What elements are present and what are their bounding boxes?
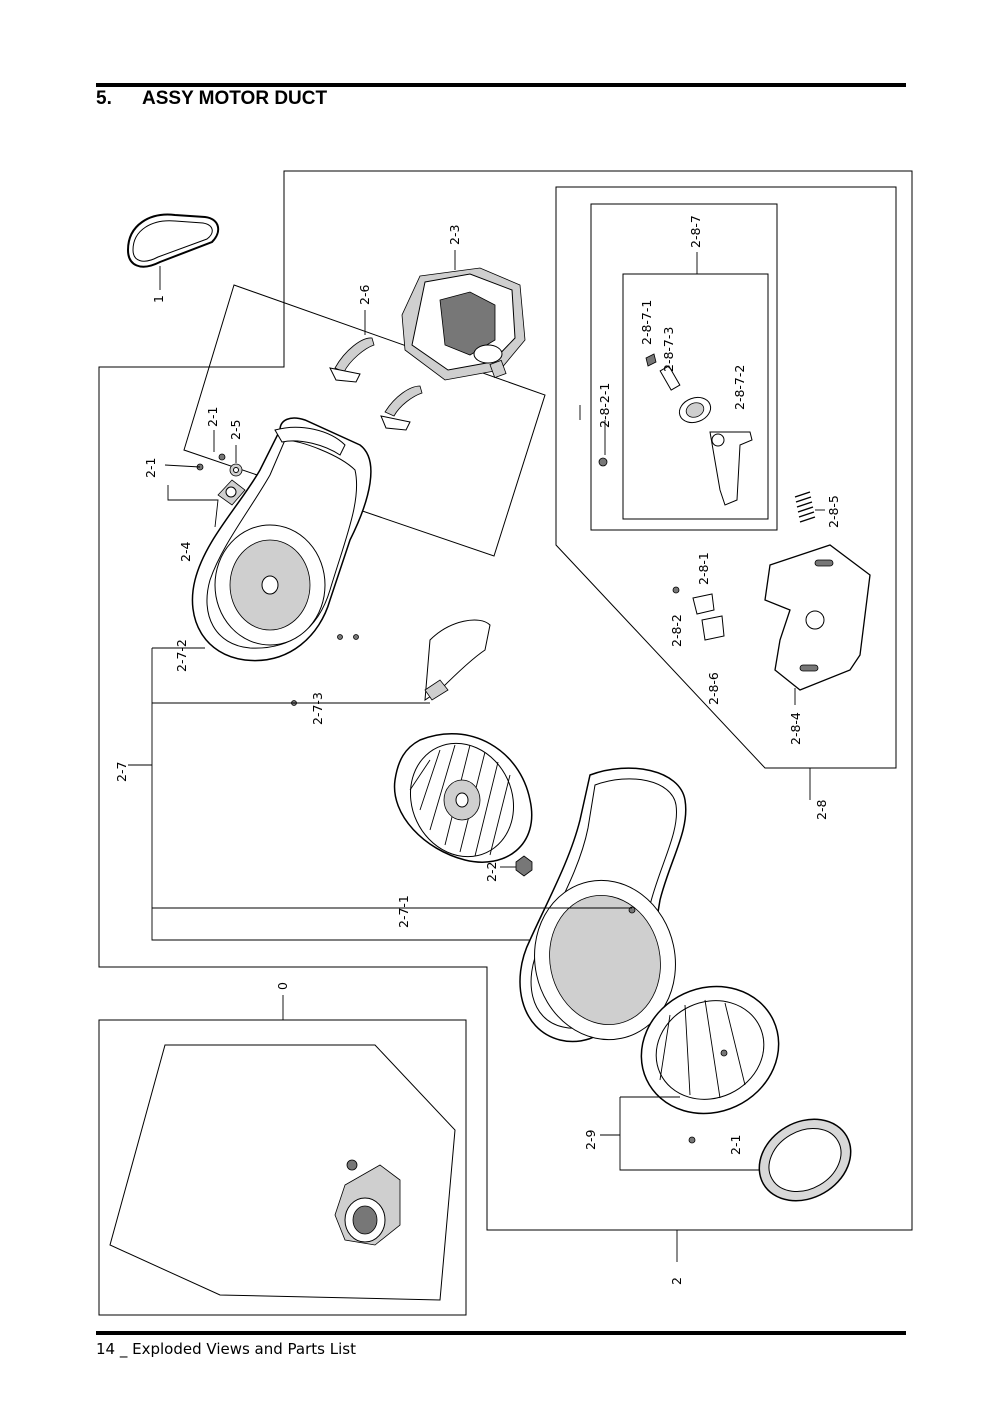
callout-2-7-1: 2-7-1 — [396, 895, 411, 928]
callout-2-7-2: 2-7-2 — [174, 639, 189, 672]
idler-screw — [598, 457, 608, 467]
motor-clamp-upper — [329, 337, 375, 383]
bracket-arm — [709, 431, 753, 506]
page-footer: 14 _ Exploded Views and Parts List — [96, 1340, 356, 1358]
sensor-bracket — [672, 586, 715, 615]
callout-2-8-7-2: 2-8-7-2 — [732, 365, 747, 410]
pulley-shaft — [659, 365, 681, 391]
leader-2-7 — [128, 648, 530, 941]
bracket-assy-plate — [764, 544, 871, 691]
callout-1: 1 — [151, 295, 166, 303]
assembly-2-8-7-inner-frame — [622, 273, 769, 520]
callout-2-8-5: 2-8-5 — [826, 495, 841, 528]
impeller-fin-plate — [424, 619, 491, 701]
callout-2-1b: 2-1 — [205, 407, 220, 427]
duct-housing-rear — [191, 417, 372, 662]
callout-2-8-7-3: 2-8-7-3 — [661, 327, 676, 372]
leader-2-9 — [600, 1096, 760, 1171]
callout-2-4: 2-4 — [178, 542, 193, 562]
callout-2-6: 2-6 — [357, 285, 372, 305]
callout-2-8-7-1: 2-8-7-1 — [639, 300, 654, 345]
drive-belt — [126, 213, 220, 268]
assembly-2-8-frame — [555, 186, 897, 769]
blower-impeller — [393, 733, 533, 863]
leader-2-1a — [164, 464, 201, 468]
overview-panel — [109, 1044, 456, 1301]
callout-2-8-7: 2-8-7 — [688, 215, 703, 248]
callout-2-7: 2-7 — [114, 762, 129, 782]
assembly-0-frame — [98, 1019, 467, 1316]
assembly-2-8-7-frame — [590, 203, 778, 531]
section-number: 5. — [96, 88, 112, 109]
section-title-text: ASSY MOTOR DUCT — [142, 88, 328, 109]
leader-2-4 — [167, 485, 219, 528]
assembly-2-frame — [98, 170, 913, 1231]
callout-2-8: 2-8 — [814, 800, 829, 820]
idler-pulley — [678, 396, 712, 424]
header-rule — [96, 83, 906, 87]
callout-2-8-4: 2-8-4 — [788, 712, 803, 745]
screw-front-cover — [688, 1136, 696, 1144]
motor-clamp-lower — [380, 385, 423, 431]
screw-rear-mid-b — [353, 634, 359, 640]
screw-rear-mid-a — [337, 634, 343, 640]
callout-2-2: 2-2 — [484, 862, 499, 882]
callout-2-8-2: 2-8-2 — [669, 614, 684, 647]
shaft-clip — [645, 353, 657, 367]
callout-2-8-2-1: 2-8-2-1 — [597, 383, 612, 428]
motor — [401, 267, 526, 381]
duct-gasket-ring — [758, 1118, 852, 1202]
shaft-bearing — [229, 463, 243, 477]
duct-housing-front — [519, 767, 687, 1043]
tension-spring — [794, 491, 816, 523]
motor-mount-bracket — [217, 479, 246, 506]
duct-front-cover — [640, 985, 780, 1115]
footer-rule — [96, 1331, 906, 1335]
sensor-holder — [701, 615, 725, 641]
callout-2-8-1: 2-8-1 — [696, 552, 711, 585]
callout-2: 2 — [669, 1277, 684, 1285]
leader-2-8-2-1 — [579, 405, 606, 455]
callout-2-1c: 2-1 — [728, 1135, 743, 1155]
callout-2-7-3: 2-7-3 — [310, 692, 325, 725]
callout-2-9: 2-9 — [583, 1130, 598, 1150]
callout-2-5: 2-5 — [228, 420, 243, 440]
impeller-nut — [515, 855, 533, 877]
callout-2-1a: 2-1 — [143, 458, 158, 478]
callout-2-3: 2-3 — [447, 225, 462, 245]
callout-0: 0 — [275, 982, 290, 990]
section-title: 5. ASSY MOTOR DUCT — [96, 88, 327, 110]
callout-2-8-6: 2-8-6 — [706, 672, 721, 705]
screw-rear-top-b — [218, 453, 226, 461]
